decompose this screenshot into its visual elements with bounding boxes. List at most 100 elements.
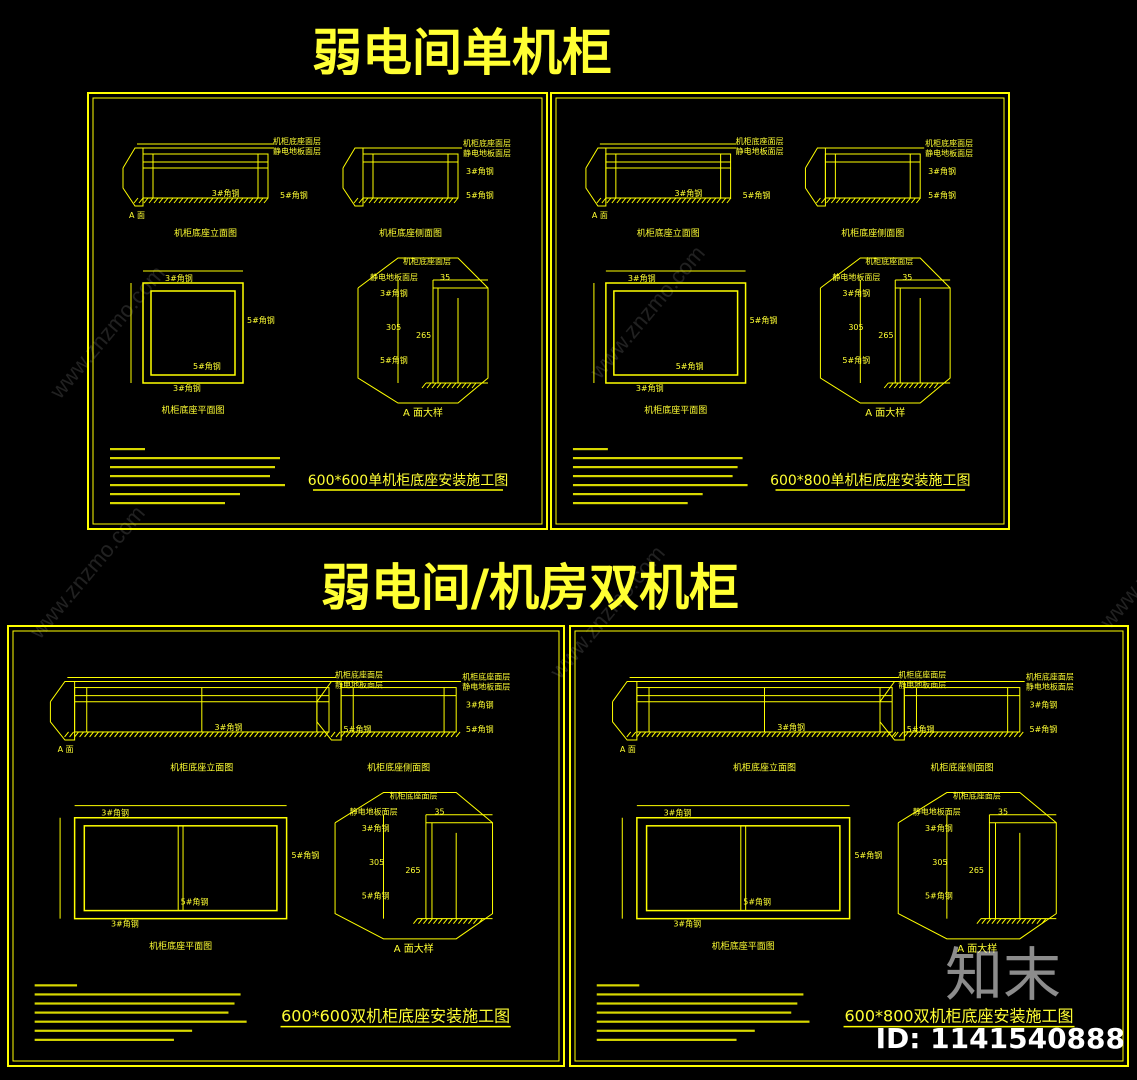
ground-hatch	[923, 731, 929, 738]
ground-hatch	[189, 731, 194, 738]
label-angle-3: 3#角钢	[111, 919, 139, 929]
ground-hatch	[183, 197, 189, 204]
ground-hatch	[144, 731, 149, 738]
ground-hatch	[466, 382, 472, 389]
construction-notes-line	[110, 466, 275, 469]
ground-hatch	[456, 382, 462, 389]
label-plan-view: 机柜底座平面图	[712, 940, 775, 952]
ground-hatch	[1013, 731, 1019, 738]
ground-hatch	[163, 197, 169, 204]
ground-hatch	[448, 918, 453, 924]
ground-hatch	[616, 197, 622, 204]
ground-hatch	[455, 731, 461, 738]
ground-hatch	[234, 731, 239, 738]
ground-hatch	[433, 197, 439, 204]
label-angle-5: 5#角钢	[928, 190, 956, 200]
ground-hatch	[440, 731, 446, 738]
section-title-double: 弱电间/机房双机柜	[321, 559, 739, 617]
ground-hatch	[368, 197, 374, 204]
ground-hatch	[898, 382, 904, 389]
ground-hatch	[908, 382, 914, 389]
label-angle-5: 5#角钢	[280, 190, 308, 200]
ground-hatch	[99, 731, 104, 738]
sheet-frame	[87, 92, 548, 530]
label-floor-layer: 静电地板面层	[913, 807, 961, 817]
ground-hatch	[74, 731, 79, 738]
label-a-face: A 面	[592, 211, 608, 220]
ground-hatch	[229, 731, 234, 738]
ground-hatch	[253, 197, 259, 204]
label-floor-layer: 静电地板面层	[462, 682, 510, 692]
ground-hatch	[933, 731, 939, 738]
ground-hatch	[696, 197, 702, 204]
ground-hatch	[345, 731, 351, 738]
ground-hatch	[741, 731, 747, 738]
ground-hatch	[164, 731, 169, 738]
ground-hatch	[791, 731, 797, 738]
watermark-text: www.znzmo.com	[1094, 491, 1137, 634]
ground-hatch	[963, 731, 969, 738]
ground-hatch	[124, 731, 129, 738]
ground-hatch	[413, 197, 419, 204]
logo-text: 知末	[945, 941, 1061, 1009]
ground-hatch	[254, 731, 259, 738]
ground-hatch	[353, 197, 359, 204]
elevation-detail-bubble	[122, 147, 144, 207]
elevation-detail-bubble	[612, 681, 638, 741]
construction-notes-line	[572, 484, 748, 487]
label-angle-3: 3#角钢	[674, 188, 702, 198]
detail-bubble	[819, 257, 951, 404]
side-detail-bubble	[879, 681, 905, 741]
ground-hatch	[218, 197, 224, 204]
ground-hatch	[1016, 918, 1022, 924]
sheet-title: 600*600双机柜底座安装施工图	[281, 1007, 510, 1026]
ground-hatch	[209, 731, 214, 738]
construction-notes-line	[596, 984, 640, 987]
label-elevation-view: 机柜底座立面图	[637, 227, 700, 239]
ground-hatch	[861, 731, 867, 738]
construction-notes-line	[596, 1029, 755, 1032]
ground-hatch	[413, 918, 418, 924]
ground-hatch	[104, 731, 109, 738]
elevation-base-frame	[605, 153, 732, 199]
ground-hatch	[881, 197, 886, 204]
sheet-frame	[7, 625, 565, 1067]
label-floor-layer: 静电地板面层	[273, 146, 321, 156]
ground-hatch	[911, 197, 916, 204]
ground-hatch	[851, 197, 856, 204]
ground-hatch	[463, 918, 468, 924]
site-logo: 知末	[945, 941, 1061, 1009]
construction-notes-line	[34, 1029, 193, 1032]
label-dim-305: 305	[369, 858, 384, 867]
ground-hatch	[871, 197, 876, 204]
ground-hatch	[445, 731, 451, 738]
construction-notes-line	[34, 1011, 229, 1014]
sheet-inner-frame	[574, 630, 1124, 1062]
ground-hatch	[154, 731, 159, 738]
ground-hatch	[981, 918, 987, 924]
ground-hatch	[943, 731, 949, 738]
ground-hatch	[661, 731, 667, 738]
ground-hatch	[448, 197, 454, 204]
ground-hatch	[1003, 731, 1009, 738]
label-dim-265: 265	[405, 866, 420, 875]
label-angle-5: 5#角钢	[362, 890, 390, 900]
label-angle-5: 5#角钢	[466, 724, 494, 734]
label-angle-3: 3#角钢	[215, 722, 243, 732]
label-dim-265: 265	[969, 866, 984, 875]
label-elevation-view: 机柜底座立面图	[170, 761, 233, 773]
label-angle-5: 5#角钢	[466, 190, 494, 200]
label-dim-305: 305	[848, 323, 863, 332]
ground-hatch	[415, 731, 421, 738]
ground-hatch	[418, 918, 423, 924]
ground-hatch	[383, 197, 389, 204]
ground-hatch	[418, 197, 424, 204]
ground-hatch	[958, 731, 964, 738]
label-floor-layer: 静电地板面层	[463, 148, 511, 158]
ground-hatch	[380, 731, 386, 738]
side-detail-bubble	[316, 681, 342, 741]
label-angle-3: 3#角钢	[928, 166, 956, 176]
